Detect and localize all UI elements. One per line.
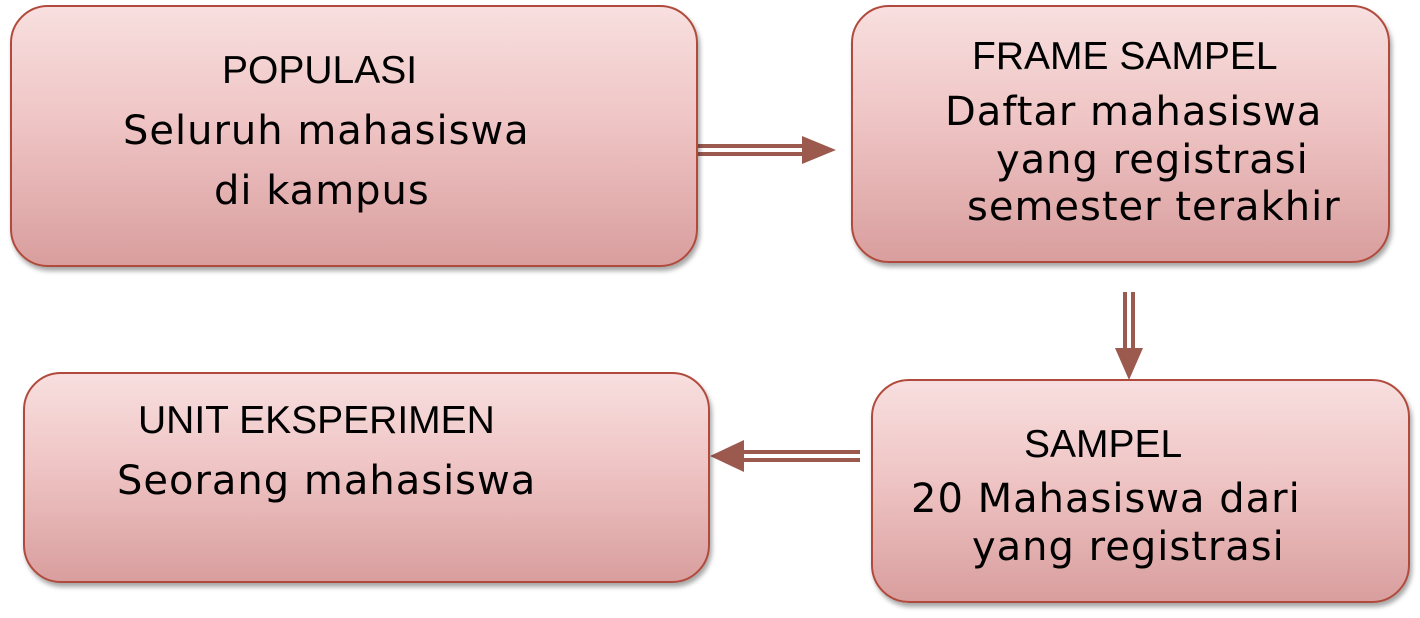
frame-sampel-box xyxy=(851,5,1390,263)
populasi-title: POPULASI xyxy=(222,49,418,92)
frame-sampel-line-1: Daftar mahasiswa xyxy=(945,89,1323,135)
sampel-line-1: 20 Mahasiswa dari xyxy=(911,476,1301,522)
unit-eksperimen-title: UNIT EKSPERIMEN xyxy=(138,399,495,442)
arrow-sampel-to-unit xyxy=(710,440,860,472)
unit-eksperimen-box xyxy=(23,372,710,583)
unit-eksperimen-line-1: Seorang mahasiswa xyxy=(117,458,537,504)
frame-sampel-title: FRAME SAMPEL xyxy=(972,35,1278,78)
populasi-box xyxy=(10,5,698,267)
sampel-title: SAMPEL xyxy=(1024,423,1183,466)
sampel-box xyxy=(871,379,1410,603)
frame-sampel-line-3: semester terakhir xyxy=(967,184,1341,230)
sampel-line-2: yang registrasi xyxy=(972,524,1285,570)
populasi-line-1: Seluruh mahasiswa xyxy=(123,108,530,154)
arrow-frame-to-sampel xyxy=(1115,292,1143,380)
arrow-populasi-to-frame xyxy=(698,136,836,164)
populasi-line-2: di kampus xyxy=(214,168,430,214)
frame-sampel-line-2: yang registrasi xyxy=(996,137,1309,183)
